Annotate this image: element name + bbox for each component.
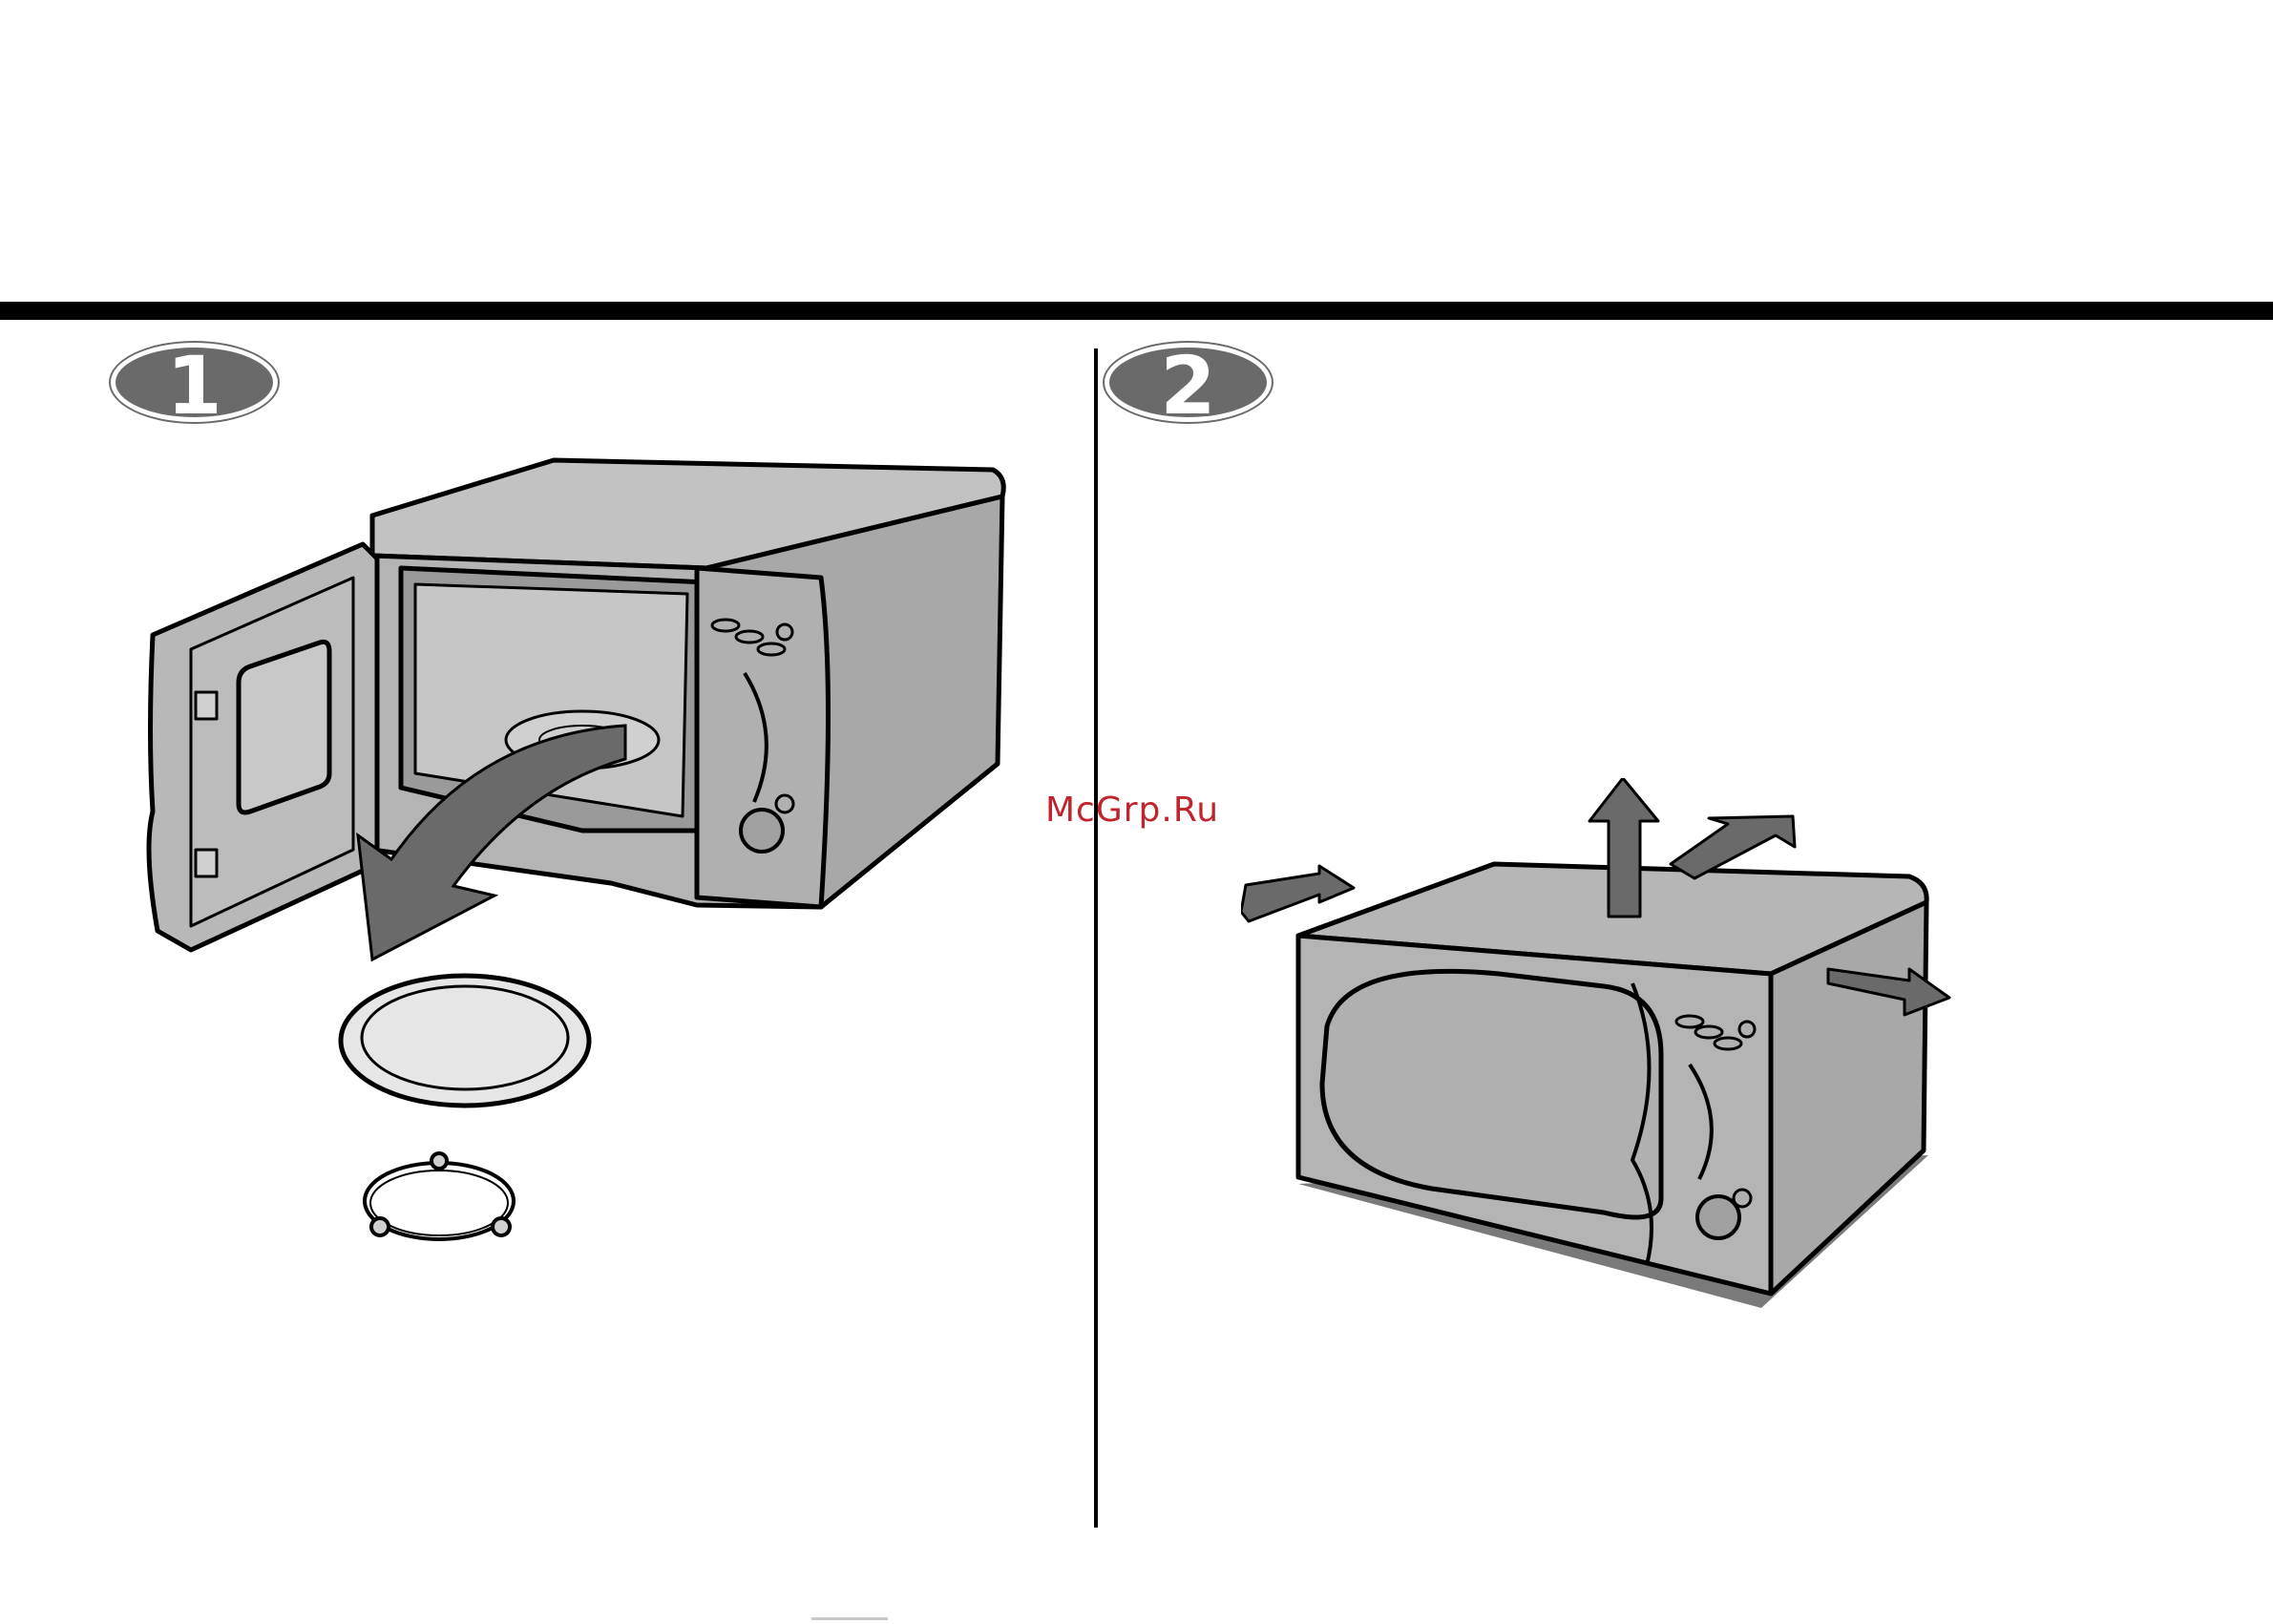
arrow-left (1241, 866, 1354, 921)
roller-ring (365, 1153, 514, 1239)
step-2-number: 2 (1109, 348, 1267, 424)
control-panel (697, 568, 829, 907)
step-1-number: 1 (116, 348, 273, 424)
step-2-illustration (1241, 778, 2043, 1313)
step-1-illustration (134, 449, 1012, 1270)
center-divider (1094, 348, 1098, 1528)
microwave-right-side (1771, 902, 1926, 1294)
door-window (239, 642, 329, 812)
footer-mark (811, 1617, 888, 1620)
step-2-badge: 2 (1105, 343, 1272, 422)
step-1-badge: 1 (111, 343, 278, 422)
glass-tray (341, 976, 589, 1106)
header-rule (0, 302, 2273, 320)
watermark-text: McGrp.Ru (1045, 791, 1219, 830)
